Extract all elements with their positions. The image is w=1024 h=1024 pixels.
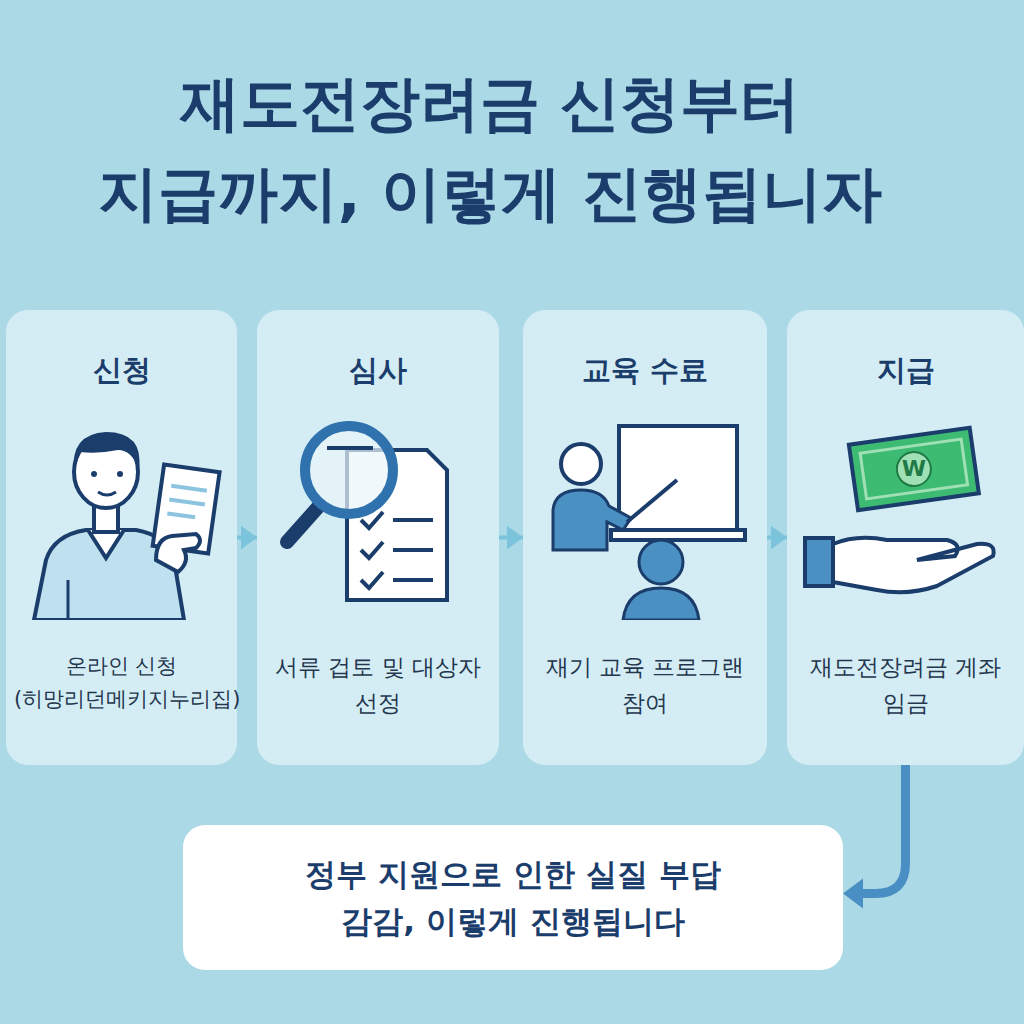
- arrow-head: [507, 526, 523, 550]
- review-illustration: [257, 410, 499, 620]
- flow-arrow: [237, 526, 257, 550]
- currency-symbol: W: [899, 455, 929, 483]
- arrow-head: [843, 879, 863, 909]
- step-description: 온라인 신청 (히망리던메키지누리집): [14, 650, 229, 715]
- step-description: 서류 겁토 및 대상자 선정: [265, 650, 491, 721]
- payment-illustration: [787, 410, 1024, 620]
- step-heading: 신청: [6, 352, 237, 390]
- step-description: 재기 교육 프로그랜 참여: [531, 650, 759, 721]
- arrow-head: [771, 526, 787, 550]
- step-heading: 심사: [257, 352, 499, 390]
- diagram-title: 재도전장려금 신청부터 지급까지, 이렇게 진행됩니자: [40, 58, 940, 238]
- step-card: 교육 수료재기 교육 프로그랜 참여: [523, 310, 767, 765]
- step-description: 정부 지원으로 인한 실질 부답 감감, 이렇게 진행됩니다: [278, 851, 748, 944]
- flow-arrow: [499, 526, 523, 550]
- hand: [156, 534, 200, 572]
- board: [611, 426, 745, 540]
- step-heading: 교육 수료: [523, 352, 767, 390]
- flow-arrow: [767, 526, 787, 550]
- step-description: 재도전장려금 게좌 임금: [795, 650, 1016, 721]
- applicant-illustration: [6, 410, 235, 620]
- step-card: 지급재도전장려금 게좌 임금 W: [787, 310, 1024, 765]
- education-illustration: [523, 410, 767, 620]
- student-figure: [623, 540, 699, 620]
- open-hand: [805, 538, 994, 593]
- connector-line: [861, 765, 906, 894]
- banknote: [849, 428, 979, 510]
- step-card: 심사서류 겁토 및 대상자 선정: [257, 310, 499, 765]
- step-heading: 지급: [787, 352, 1024, 390]
- magnifier: [287, 426, 393, 542]
- summary-box: 정부 지원으로 인한 실질 부답 감감, 이렇게 진행됩니다: [183, 825, 843, 970]
- step-card: 신청온라인 신청 (히망리던메키지누리집): [6, 310, 237, 765]
- arrow-head: [241, 526, 257, 550]
- flow-arrow: [843, 765, 906, 909]
- teacher-figure: [553, 444, 677, 550]
